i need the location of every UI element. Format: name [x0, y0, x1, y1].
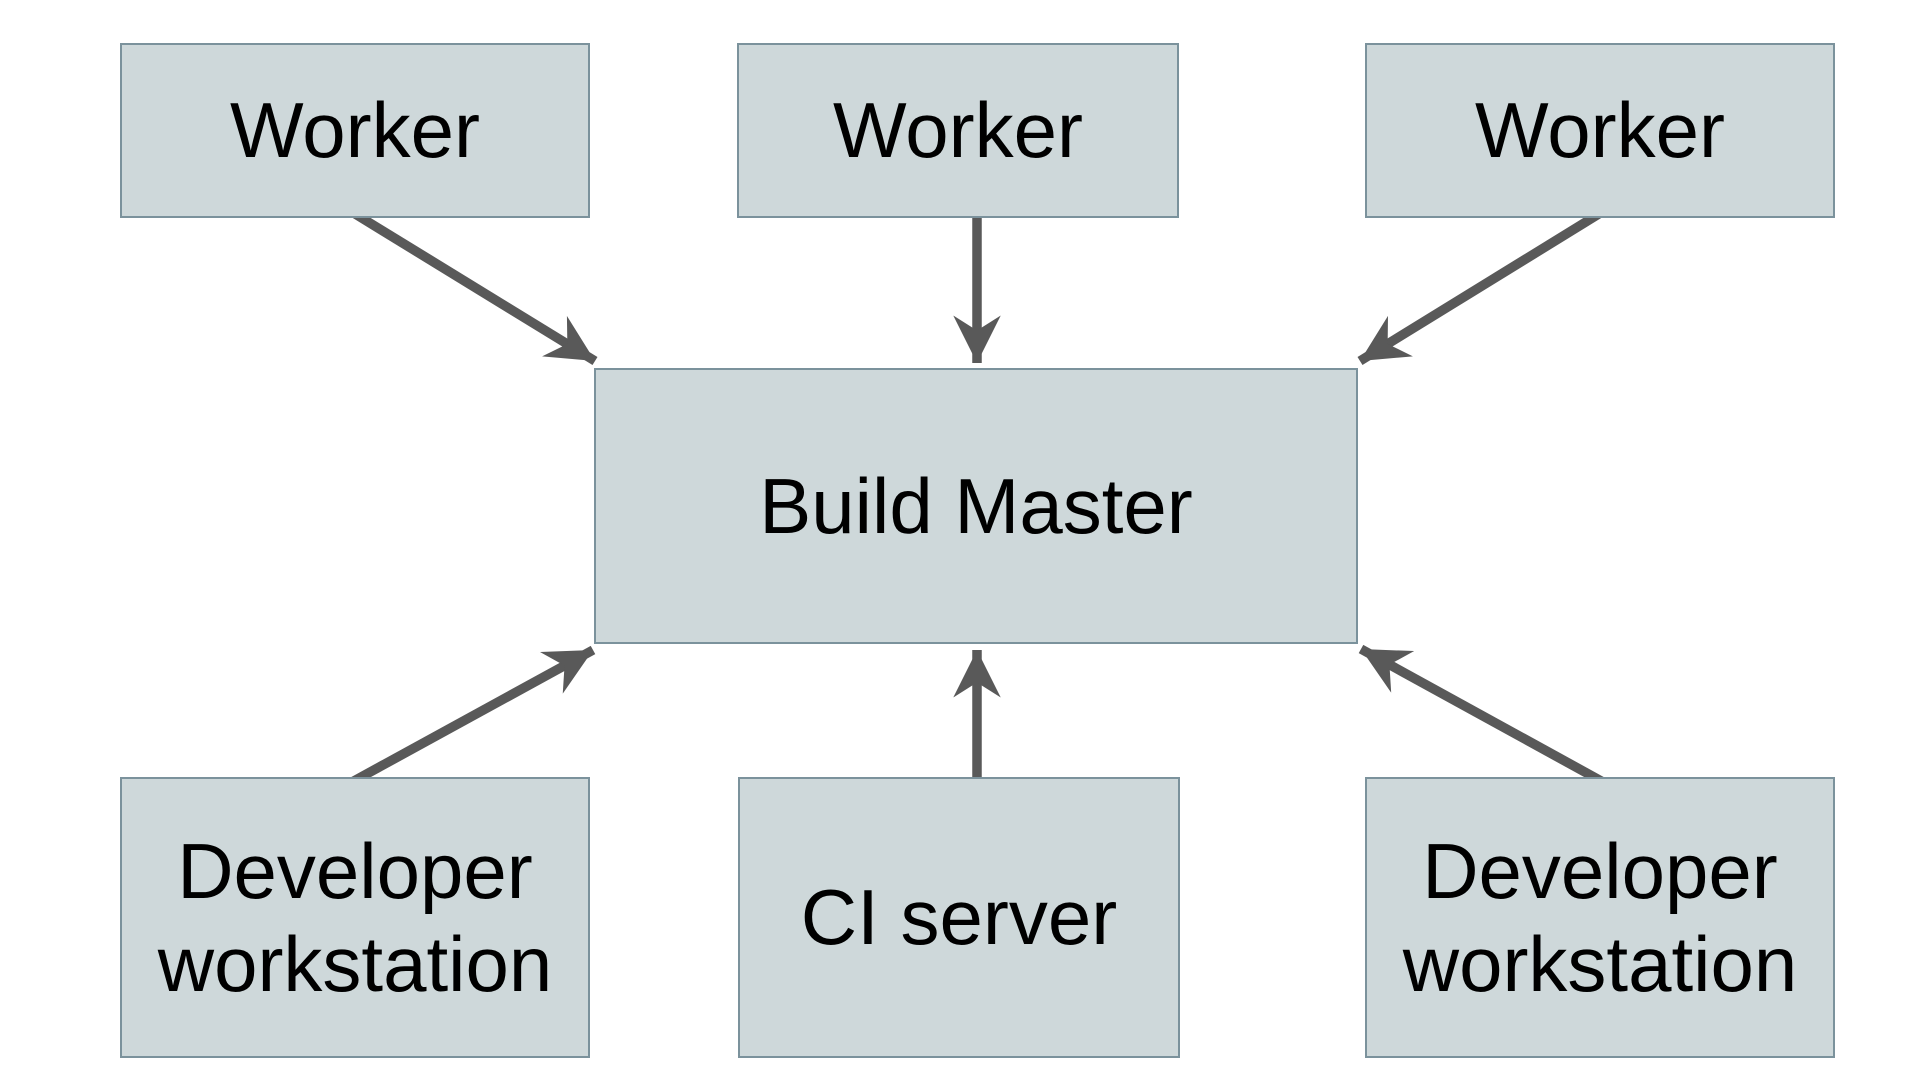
node-developer-workstation-2: Developer workstation	[1365, 777, 1835, 1058]
node-label: Developer workstation	[157, 827, 553, 1008]
arrow-worker-3-to-build-master	[1357, 207, 1605, 366]
arrow-worker-1-to-build-master	[349, 207, 598, 366]
node-worker-2: Worker	[737, 43, 1179, 218]
node-label: Worker	[833, 86, 1083, 175]
node-worker-3: Worker	[1365, 43, 1835, 218]
node-label: Worker	[230, 86, 480, 175]
node-label: Worker	[1475, 86, 1725, 175]
node-label: Build Master	[759, 461, 1193, 550]
node-build-master: Build Master	[594, 368, 1358, 644]
node-label: CI server	[800, 873, 1118, 962]
node-ci-server: CI server	[738, 777, 1180, 1058]
node-developer-workstation-1: Developer workstation	[120, 777, 590, 1058]
node-label: Developer workstation	[1402, 827, 1798, 1008]
node-worker-1: Worker	[120, 43, 590, 218]
arrow-dev-workstation-2-to-build-master	[1358, 644, 1606, 787]
arrow-dev-workstation-1-to-build-master	[349, 645, 596, 787]
